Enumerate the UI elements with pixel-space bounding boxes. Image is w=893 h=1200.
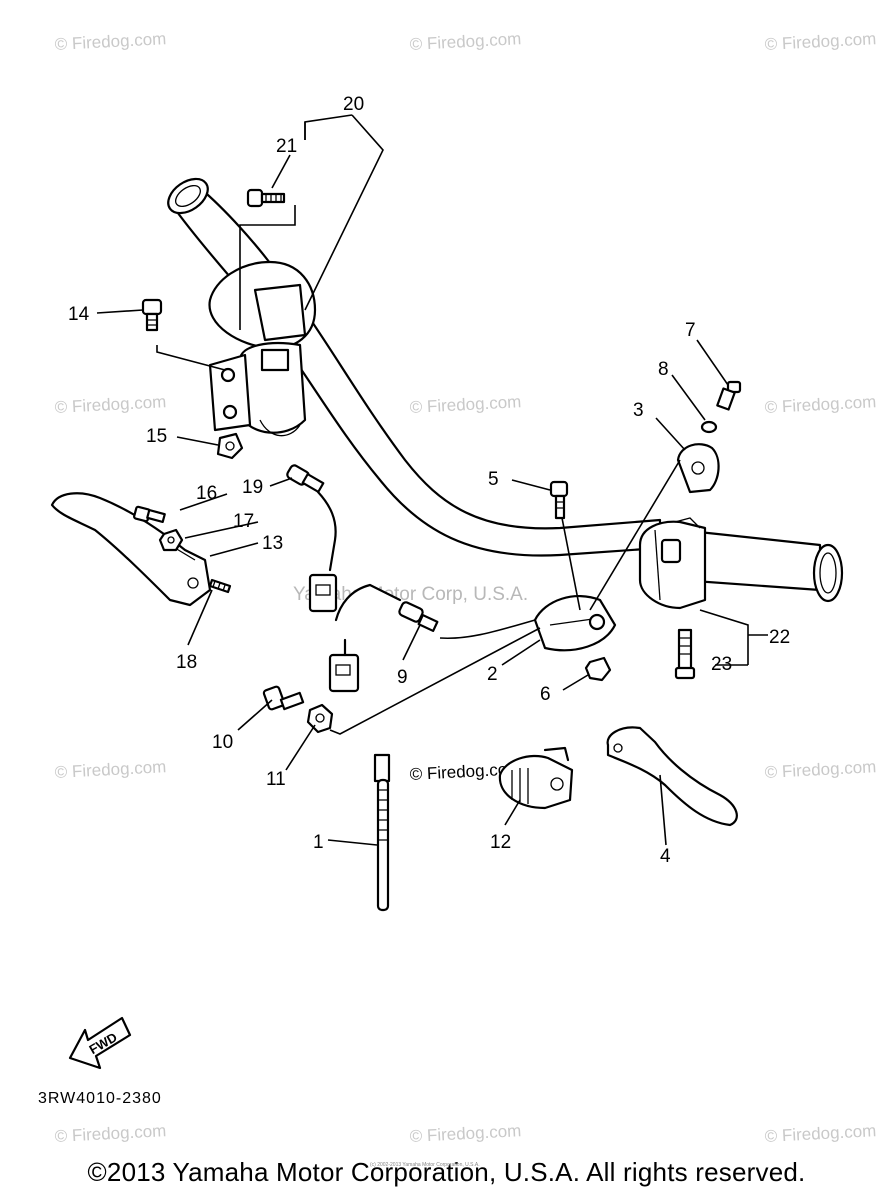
watermark: © Firedog.com bbox=[409, 29, 522, 54]
brake-lever bbox=[606, 726, 738, 827]
watermark: © Firedog.com bbox=[54, 29, 167, 54]
watermark: © Firedog.com bbox=[54, 1121, 167, 1146]
callout-2: 2 bbox=[487, 664, 498, 685]
callout-9: 9 bbox=[397, 667, 408, 688]
callout-13: 13 bbox=[262, 533, 283, 554]
bolt-5 bbox=[549, 480, 569, 520]
callout-3: 3 bbox=[633, 400, 644, 421]
screw-23 bbox=[674, 628, 696, 680]
callout-5: 5 bbox=[488, 469, 499, 490]
leader-lines bbox=[96, 114, 768, 846]
switch-9 bbox=[328, 583, 439, 693]
cable-tie-1 bbox=[373, 753, 391, 912]
watermark: © Firedog.com bbox=[54, 392, 167, 417]
callout-8: 8 bbox=[658, 359, 669, 380]
screw-18 bbox=[208, 578, 232, 594]
copyright-notice: ©2013 Yamaha Motor Corporation, U.S.A. A… bbox=[87, 1157, 806, 1187]
callout-17: 17 bbox=[233, 511, 254, 532]
fwd-arrow: FWD bbox=[68, 1016, 132, 1070]
switch-19 bbox=[286, 464, 338, 613]
callout-19: 19 bbox=[242, 477, 263, 498]
callout-15: 15 bbox=[146, 426, 167, 447]
callout-10: 10 bbox=[212, 732, 233, 753]
watermark: © Firedog.com bbox=[409, 392, 522, 417]
callout-1: 1 bbox=[313, 832, 324, 853]
bolt-21 bbox=[246, 188, 286, 208]
watermark-layer: © Firedog.com © Firedog.com © Firedog.co… bbox=[54, 29, 877, 1146]
nut-11 bbox=[306, 703, 334, 734]
callout-16: 16 bbox=[196, 483, 217, 504]
holder-3 bbox=[676, 443, 720, 494]
callout-11: 11 bbox=[266, 769, 286, 790]
nut-6 bbox=[584, 656, 612, 682]
watermark: © Firedog.com bbox=[54, 757, 167, 782]
bolt-14 bbox=[141, 298, 163, 332]
screw-7 bbox=[716, 380, 742, 411]
bolt-10 bbox=[262, 685, 305, 711]
callout-12: 12 bbox=[490, 832, 511, 853]
watermark: © Firedog.com bbox=[409, 1121, 522, 1146]
callout-23: 23 bbox=[711, 654, 732, 675]
watermark: © Firedog.com bbox=[764, 1121, 877, 1146]
bolt-16 bbox=[133, 505, 166, 524]
nut-17 bbox=[158, 528, 184, 552]
watermark: © Firedog.com bbox=[764, 757, 877, 782]
washer-8 bbox=[700, 420, 718, 434]
clutch-lever bbox=[50, 492, 212, 607]
nut-15 bbox=[216, 432, 244, 460]
watermark: © Firedog.com bbox=[764, 29, 877, 54]
callout-6: 6 bbox=[540, 684, 551, 705]
adjuster-12 bbox=[498, 746, 574, 810]
callout-18: 18 bbox=[176, 652, 197, 673]
fine-print: (c) 2002-2013 Yamaha Motor Corporation, … bbox=[370, 1162, 480, 1168]
callout-4: 4 bbox=[660, 846, 671, 867]
bracket-2 bbox=[533, 595, 617, 652]
diagram-code: 3RW4010-2380 bbox=[38, 1090, 162, 1107]
callout-20: 20 bbox=[343, 94, 364, 115]
callout-21: 21 bbox=[276, 136, 297, 157]
callout-22: 22 bbox=[769, 627, 790, 648]
callouts: 20 21 14 7 8 3 15 5 19 16 17 13 22 23 18… bbox=[68, 94, 790, 867]
watermark: © Firedog.com bbox=[764, 392, 877, 417]
callout-7: 7 bbox=[685, 320, 696, 341]
right-switch-assembly bbox=[638, 517, 707, 610]
throttle-housing bbox=[208, 260, 317, 437]
callout-14: 14 bbox=[68, 304, 90, 325]
